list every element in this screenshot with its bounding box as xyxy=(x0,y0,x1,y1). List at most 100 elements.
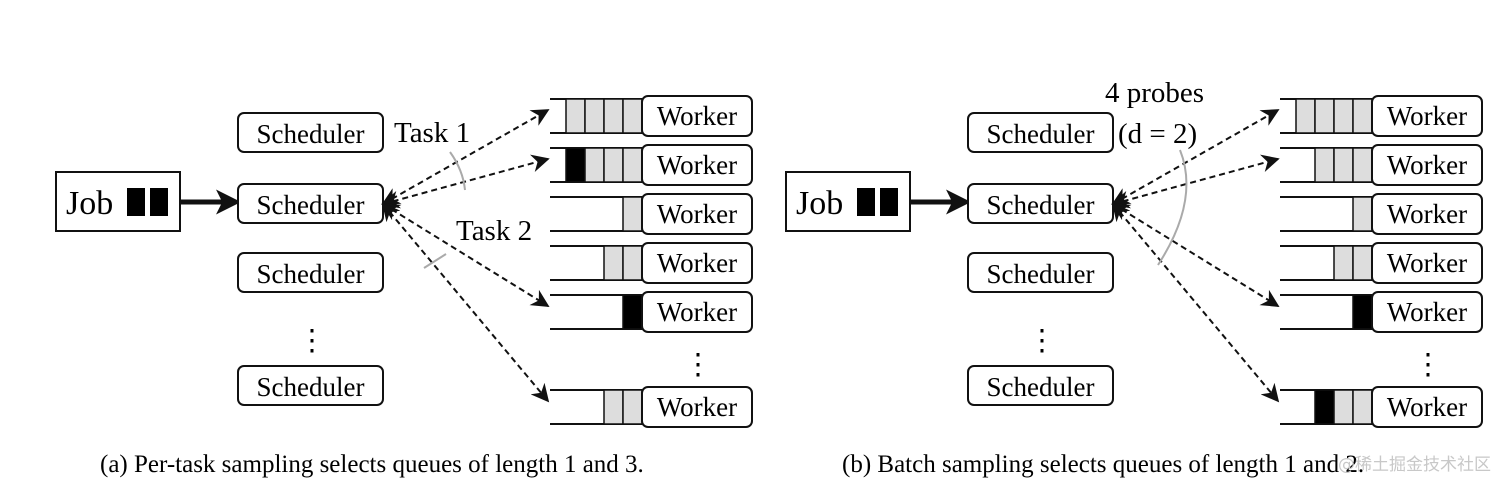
worker-row: Worker xyxy=(550,95,753,137)
queue-slot xyxy=(603,98,624,134)
worker-box xyxy=(641,95,753,137)
queue-slot xyxy=(565,98,586,134)
queue-task-slot xyxy=(1352,294,1373,330)
worker-label: Worker xyxy=(657,248,737,278)
queue-slot xyxy=(622,245,643,281)
worker-label: Worker xyxy=(657,297,737,327)
task2-label: Task 2 xyxy=(456,215,532,247)
worker-row: Worker xyxy=(1280,242,1483,284)
scheduler-label: Scheduler xyxy=(257,119,365,149)
queue-slot xyxy=(603,389,624,425)
worker-box xyxy=(1371,242,1483,284)
queue-slot xyxy=(622,98,643,134)
worker-row: Worker xyxy=(1280,193,1483,235)
worker-row: Worker xyxy=(550,291,753,333)
probe-arrow xyxy=(381,202,550,403)
probes-b xyxy=(1111,109,1280,403)
watermark: @稀土掘金技术社区 xyxy=(1338,455,1491,475)
job-task-block xyxy=(127,188,145,216)
worker-row: Worker xyxy=(1280,144,1483,186)
scheduler-ellipsis: ⋮ xyxy=(1028,325,1057,357)
queue-slot xyxy=(1352,245,1373,281)
scheduler-label: Scheduler xyxy=(987,119,1095,149)
worker-row: Worker xyxy=(550,242,753,284)
job-box: Job xyxy=(55,171,181,232)
worker-ellipsis: ⋮ xyxy=(1414,349,1443,381)
queue-slot xyxy=(622,196,643,232)
job-label: Job xyxy=(796,185,843,222)
job-label: Job xyxy=(66,185,113,222)
scheduler-box-active: Scheduler xyxy=(967,183,1114,224)
worker-row: Worker xyxy=(550,144,753,186)
probes-count-label: 4 probes xyxy=(1105,77,1204,109)
worker-box xyxy=(641,144,753,186)
queue-slot xyxy=(1352,147,1373,183)
worker-row: Worker xyxy=(1280,386,1483,428)
worker-label: Worker xyxy=(657,150,737,180)
probes-d-label: (d = 2) xyxy=(1118,118,1197,150)
scheduler-ellipsis: ⋮ xyxy=(298,325,327,357)
worker-label: Worker xyxy=(1387,297,1467,327)
worker-label: Worker xyxy=(1387,199,1467,229)
queue-slot xyxy=(622,147,643,183)
worker-box xyxy=(1371,291,1483,333)
probe-arrow xyxy=(1111,202,1280,403)
scheduler-label: Scheduler xyxy=(987,190,1095,220)
queue-slot xyxy=(1333,147,1354,183)
task2-angle-mark xyxy=(423,253,447,269)
probe-arrow xyxy=(1111,154,1280,209)
scheduler-label: Scheduler xyxy=(257,259,365,289)
queue-slot xyxy=(1314,98,1335,134)
scheduler-label: Scheduler xyxy=(257,372,365,402)
scheduler-box: Scheduler xyxy=(237,112,384,153)
scheduler-box-active: Scheduler xyxy=(237,183,384,224)
worker-label: Worker xyxy=(1387,248,1467,278)
worker-box xyxy=(1371,144,1483,186)
probe-arrow xyxy=(381,154,550,209)
worker-row: Worker xyxy=(1280,95,1483,137)
caption-a: (a) Per-task sampling selects queues of … xyxy=(100,451,644,478)
worker-row: Worker xyxy=(1280,291,1483,333)
panel-b: Job Scheduler Scheduler Scheduler ⋮ Sche… xyxy=(785,77,1483,478)
job-task-block xyxy=(150,188,168,216)
queue-task-slot xyxy=(622,294,643,330)
queue-slot xyxy=(622,389,643,425)
worker-row: Worker xyxy=(550,193,753,235)
queue-slot xyxy=(584,98,605,134)
worker-box xyxy=(641,386,753,428)
probes-angle-mark xyxy=(1157,149,1188,266)
worker-label: Worker xyxy=(1387,101,1467,131)
worker-box xyxy=(641,291,753,333)
queue-slot xyxy=(603,245,624,281)
queue-slot xyxy=(1352,98,1373,134)
task1-angle-mark xyxy=(449,151,466,191)
queue-slot xyxy=(603,147,624,183)
worker-box xyxy=(1371,95,1483,137)
job-task-block xyxy=(880,188,898,216)
queue-slot xyxy=(1352,389,1373,425)
task1-label: Task 1 xyxy=(394,117,470,149)
scheduler-box: Scheduler xyxy=(237,365,384,406)
job-box: Job xyxy=(785,171,911,232)
worker-row: Worker xyxy=(550,386,753,428)
worker-label: Worker xyxy=(657,101,737,131)
worker-ellipsis: ⋮ xyxy=(684,349,713,381)
scheduler-label: Scheduler xyxy=(257,190,365,220)
worker-box xyxy=(1371,386,1483,428)
queue-slot xyxy=(1333,98,1354,134)
queue-slot xyxy=(1314,147,1335,183)
queue-slot xyxy=(1352,196,1373,232)
scheduler-box: Scheduler xyxy=(967,112,1114,153)
worker-label: Worker xyxy=(657,392,737,422)
queue-slot xyxy=(1333,389,1354,425)
job-task-block xyxy=(857,188,875,216)
worker-box xyxy=(1371,193,1483,235)
worker-box xyxy=(641,242,753,284)
queue-slot xyxy=(584,147,605,183)
queue-slot xyxy=(1295,98,1316,134)
worker-label: Worker xyxy=(657,199,737,229)
panel-a: Job Scheduler Scheduler Scheduler ⋮ Sche… xyxy=(55,95,753,478)
